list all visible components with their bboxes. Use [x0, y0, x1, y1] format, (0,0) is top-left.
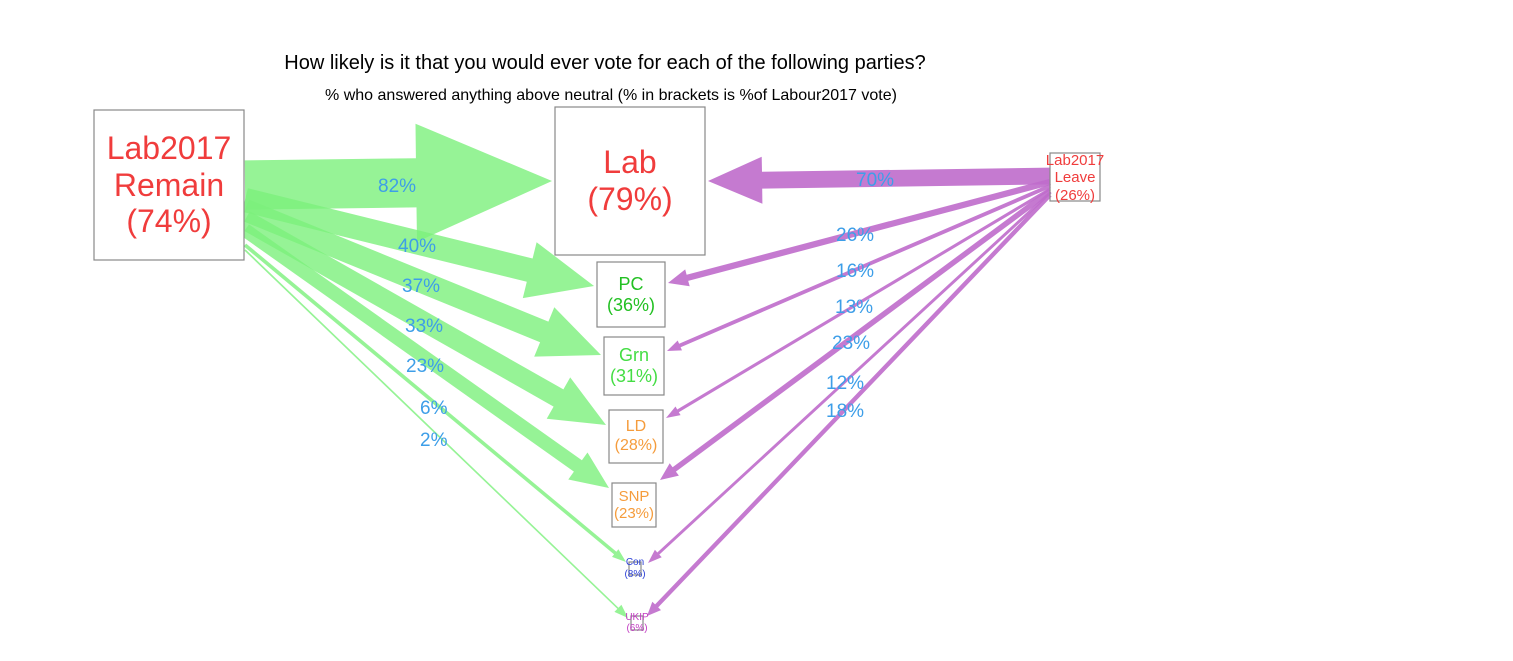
- flow-label-leave-lab: 70%: [856, 170, 895, 191]
- node-label-con: Con(8%): [595, 556, 675, 581]
- node-share: (28%): [614, 436, 658, 454]
- node-label-grn: Grn(31%): [594, 331, 674, 401]
- node-share: (74%): [126, 203, 212, 240]
- flow-leave-to-ukip: [647, 193, 1052, 616]
- flow-label-leave-con: 12%: [826, 373, 865, 394]
- flow-remain-to-ukip: [244, 249, 628, 618]
- node-box-con: [628, 561, 642, 576]
- flow-remain-to-lab: [244, 123, 552, 242]
- flow-remain-to-con: [243, 243, 627, 562]
- flow-label-leave-snp: 23%: [832, 333, 871, 354]
- flow-remain-to-ld: [240, 211, 606, 425]
- flow-leave-to-ld: [666, 187, 1051, 418]
- flow-label-remain-lab: 82%: [378, 176, 417, 197]
- node-box-ld: [608, 409, 664, 464]
- node-share: (26%): [1054, 186, 1095, 204]
- node-name-line: Leave: [1054, 169, 1096, 187]
- flow-label-leave-ukip: 18%: [826, 401, 865, 422]
- node-box-pc: [596, 261, 666, 328]
- flow-remain-to-grn: [240, 199, 602, 357]
- node-share: (23%): [613, 505, 654, 522]
- node-label-pc: PC(36%): [591, 256, 671, 333]
- flows-layer: [240, 123, 1052, 618]
- flow-label-remain-ld: 33%: [405, 316, 444, 337]
- flow-label-remain-grn: 37%: [402, 276, 441, 297]
- node-name-line: Lab2017: [106, 129, 232, 166]
- node-name: UKIP: [625, 611, 649, 623]
- flow-remain-to-snp: [241, 224, 609, 488]
- node-name: LD: [625, 418, 647, 436]
- node-name: Grn: [618, 345, 649, 366]
- node-share: (6%): [626, 623, 648, 634]
- node-share: (31%): [609, 366, 658, 386]
- flow-leave-to-grn: [667, 184, 1051, 351]
- flow-leave-to-pc: [668, 179, 1051, 287]
- node-name: Lab: [603, 144, 657, 181]
- flow-label-remain-pc: 40%: [398, 236, 437, 257]
- flow-label-leave-grn: 16%: [836, 261, 875, 282]
- boxes-layer: [93, 106, 1101, 631]
- flow-leave-to-lab: [708, 156, 1051, 204]
- flow-label-remain-snp: 23%: [406, 356, 445, 377]
- node-name-line: Lab2017: [1045, 152, 1105, 170]
- node-label-snp: SNP(23%): [594, 477, 674, 533]
- node-name: Con: [625, 557, 645, 568]
- node-box-grn: [603, 336, 665, 396]
- node-label-lab: Lab(79%): [555, 101, 705, 261]
- node-box-ukip: [630, 615, 644, 631]
- chart-title: How likely is it that you would ever vot…: [284, 52, 926, 74]
- flow-label-remain-con: 6%: [420, 398, 448, 419]
- node-box-lab: [554, 106, 706, 256]
- node-name: SNP: [618, 487, 650, 505]
- node-box-remain: [93, 109, 245, 261]
- flow-remain-to-pc: [242, 188, 594, 299]
- node-share: (8%): [624, 568, 646, 580]
- chart-subtitle: % who answered anything above neutral (%…: [325, 87, 897, 104]
- node-label-ukip: UKIP(6%): [597, 610, 677, 636]
- node-box-leave: [1049, 152, 1101, 202]
- flow-leave-to-con: [648, 191, 1051, 563]
- node-share: (79%): [587, 181, 673, 217]
- flow-leave-to-snp: [660, 188, 1052, 481]
- flow-label-remain-ukip: 2%: [420, 430, 448, 451]
- node-label-ld: LD(28%): [596, 404, 676, 469]
- flow-label-leave-ld: 13%: [835, 297, 874, 318]
- flow-label-leave-pc: 26%: [836, 225, 875, 246]
- node-share: (36%): [606, 294, 655, 315]
- node-box-snp: [611, 482, 657, 528]
- node-name: PC: [618, 273, 644, 294]
- node-name-line: Remain: [113, 166, 225, 203]
